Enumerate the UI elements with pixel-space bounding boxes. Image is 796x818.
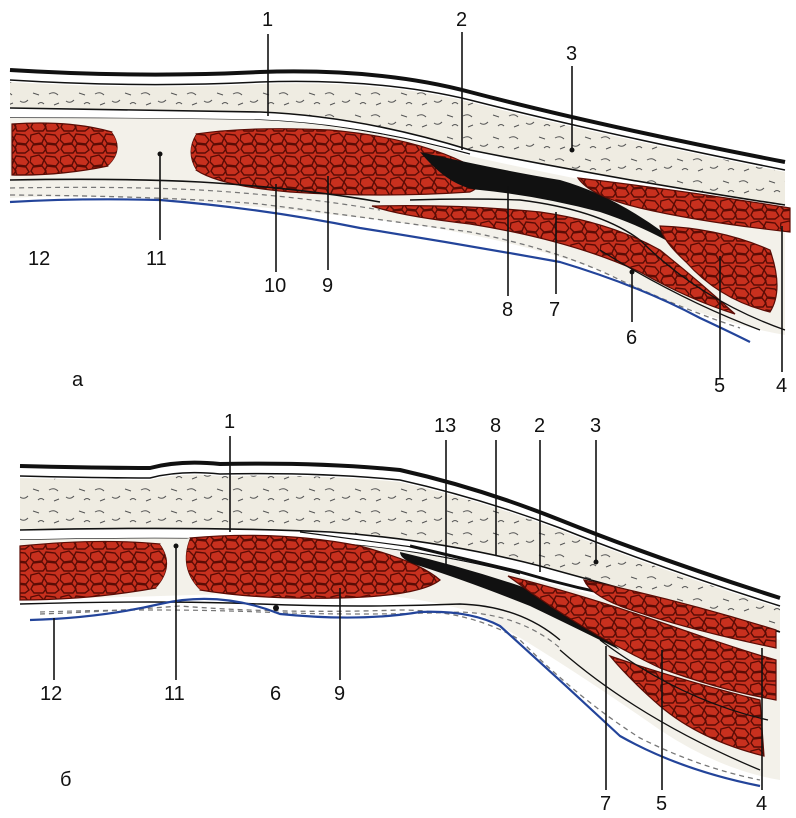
- panel-label-b: б: [60, 769, 71, 791]
- label-6-b: 6: [270, 683, 281, 705]
- label-8-a: 8: [502, 299, 513, 321]
- panel-label-a: а: [72, 369, 84, 391]
- label-7-b: 7: [600, 793, 611, 815]
- label-11-b: 11: [164, 683, 185, 705]
- label-4-a: 4: [776, 375, 787, 397]
- label-6-a: 6: [626, 327, 637, 349]
- label-7-a: 7: [549, 299, 560, 321]
- panel-a: 1 2 3 12 11 10 9 8 7 6 5 4 а: [10, 9, 790, 397]
- label-8-b: 8: [490, 415, 501, 437]
- label-12-b: 12: [40, 683, 62, 705]
- label-5-b: 5: [656, 793, 667, 815]
- rectus-muscle-right-b: [186, 535, 440, 598]
- panel-b: 1 13 8 2 3 12 11 6 9 7 5 4 б: [20, 411, 780, 815]
- rectus-muscle-left-a: [12, 123, 118, 175]
- label-2-b: 2: [534, 415, 545, 437]
- label-9-b: 9: [334, 683, 345, 705]
- label-12-a: 12: [28, 248, 50, 270]
- label-13-b: 13: [434, 415, 456, 437]
- label-10-a: 10: [264, 275, 286, 297]
- label-3-a: 3: [566, 43, 577, 65]
- label-9-a: 9: [322, 275, 333, 297]
- label-3-b: 3: [590, 415, 601, 437]
- label-11-a: 11: [146, 248, 167, 270]
- label-2-a: 2: [456, 9, 467, 31]
- label-1-b: 1: [224, 411, 235, 433]
- label-4-b: 4: [756, 793, 767, 815]
- label-5-a: 5: [714, 375, 725, 397]
- label-1-a: 1: [262, 9, 273, 31]
